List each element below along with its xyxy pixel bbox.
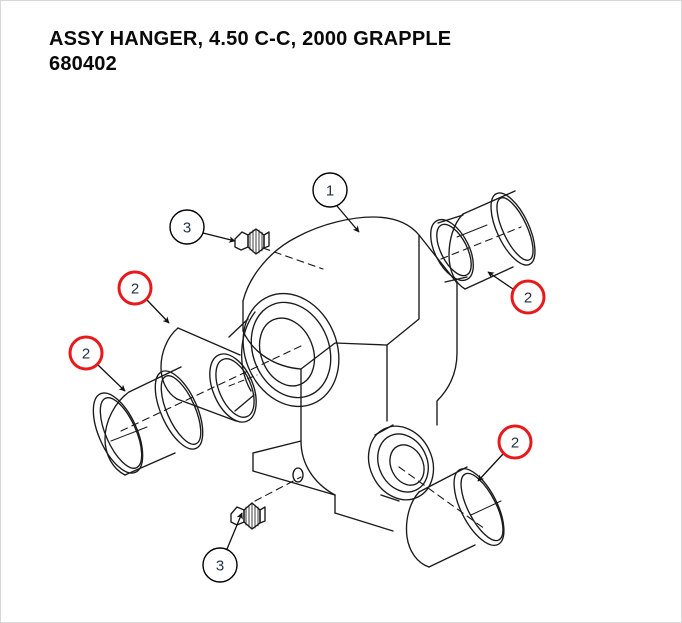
callout-2-lower-left-number: 2 — [82, 346, 90, 363]
grease-fitting-top — [234, 228, 270, 255]
bushing-bottom-right — [405, 466, 505, 568]
callout-2-lower-left-ring[interactable] — [68, 335, 104, 371]
callout-layer: 1 2 2 2 2 — [68, 172, 546, 583]
callout-3-top-leader — [202, 232, 236, 243]
callout-2-upper-left-ring[interactable] — [117, 270, 153, 306]
callout-3-bottom-number: 3 — [216, 558, 224, 575]
callout-1-ring[interactable] — [312, 172, 348, 208]
callout-2-bottom-right-number: 2 — [511, 435, 519, 452]
callout-2-lower-left[interactable]: 2 — [68, 335, 126, 392]
callout-3-top-number: 3 — [183, 220, 191, 237]
callout-2-upper-left[interactable]: 2 — [117, 270, 170, 324]
callout-1-leader — [336, 205, 360, 233]
callout-2-top-right[interactable]: 2 — [487, 271, 546, 315]
callout-2-top-right-ring[interactable] — [510, 279, 546, 315]
grease-fitting-bottom — [230, 502, 266, 530]
callout-2-lower-left-leader — [97, 364, 126, 392]
callout-3-top-ring[interactable] — [169, 209, 205, 245]
hanger-assembly-geometry — [92, 190, 536, 568]
callout-3-bottom-leader — [226, 512, 243, 550]
title-line-description: ASSY HANGER, 4.50 C-C, 2000 GRAPPLE — [49, 28, 452, 50]
title-line-part-number: 680402 — [49, 53, 117, 75]
callout-1-number: 1 — [326, 183, 334, 200]
bushing-upper-left — [160, 327, 258, 423]
bushing-lower-left — [92, 366, 204, 476]
callout-2-top-right-leader — [487, 271, 514, 290]
center-axis-lines — [120, 226, 522, 530]
callout-2-upper-left-number: 2 — [131, 281, 139, 298]
callout-3-bottom[interactable]: 3 — [202, 512, 243, 583]
callout-3-top[interactable]: 3 — [169, 209, 236, 245]
callout-1[interactable]: 1 — [312, 172, 360, 233]
bushing-top-right — [448, 190, 536, 290]
grease-port-hole — [292, 467, 304, 483]
callout-3-bottom-ring[interactable] — [202, 547, 238, 583]
callout-2-upper-left-leader — [146, 299, 170, 324]
callout-2-bottom-right[interactable]: 2 — [477, 424, 533, 482]
hanger-casting-body — [228, 214, 474, 532]
callout-2-bottom-right-leader — [477, 453, 504, 482]
callout-2-top-right-number: 2 — [524, 290, 532, 307]
page-title: ASSY HANGER, 4.50 C-C, 2000 GRAPPLE 6804… — [49, 27, 609, 77]
callout-2-bottom-right-ring[interactable] — [497, 424, 533, 460]
